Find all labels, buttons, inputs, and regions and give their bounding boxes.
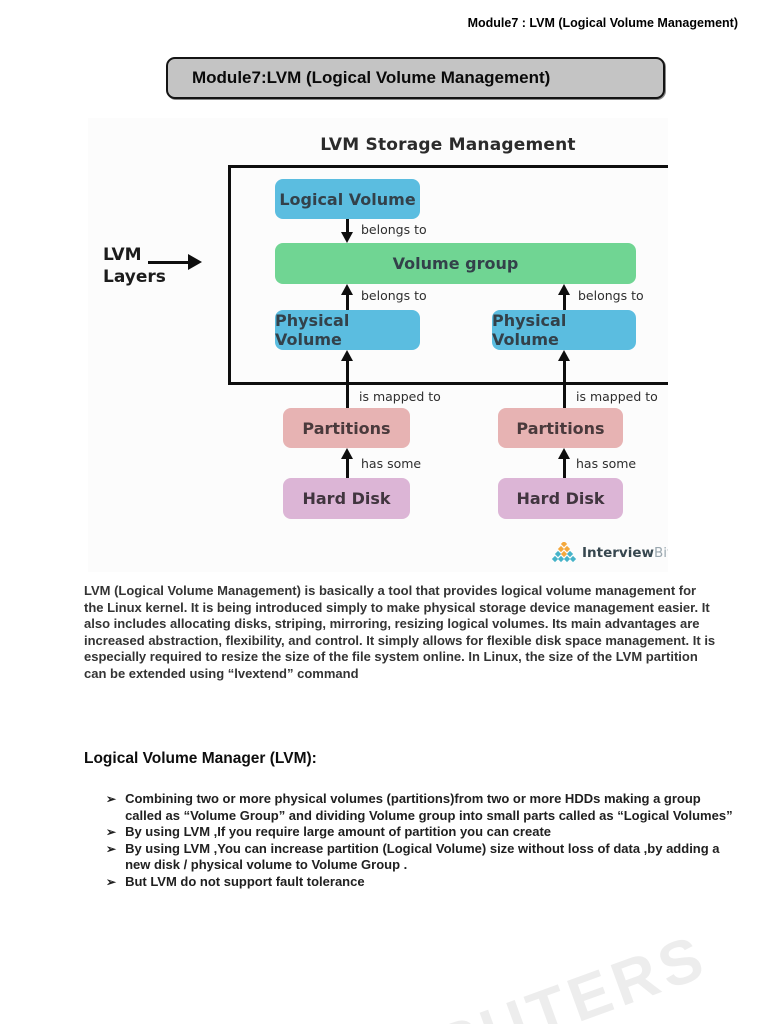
arrow-ptl-to-pvl bbox=[346, 360, 349, 408]
lvm-diagram: LVM Storage Management LVM Layers Logica… bbox=[88, 118, 668, 572]
list-item: ➢ Combining two or more physical volumes… bbox=[106, 791, 733, 823]
arrow-ptl-to-pvl-head-icon bbox=[341, 350, 353, 361]
bullet-arrow-icon: ➢ bbox=[106, 874, 117, 889]
lvm-bullet-list: ➢ Combining two or more physical volumes… bbox=[106, 791, 734, 890]
watermark-text: COMPUTERS bbox=[278, 921, 717, 1024]
arrow-pvl-to-vg-head-icon bbox=[341, 284, 353, 295]
section-heading: Logical Volume Manager (LVM): bbox=[84, 750, 317, 767]
edge-label-belongs-to: belongs to bbox=[361, 288, 427, 303]
edge-label-belongs-to: belongs to bbox=[578, 288, 644, 303]
bullet-arrow-icon: ➢ bbox=[106, 841, 117, 856]
edge-label-belongs-to: belongs to bbox=[361, 222, 427, 237]
arrow-lv-to-vg-head-icon bbox=[341, 232, 353, 243]
lvm-layers-frame bbox=[228, 165, 668, 385]
arrow-lv-to-vg bbox=[346, 219, 349, 233]
list-item: ➢ But LVM do not support fault tolerance bbox=[106, 873, 365, 889]
edge-label-has-some: has some bbox=[576, 456, 637, 471]
node-hard-disk-left: Hard Disk bbox=[283, 478, 410, 519]
edge-label-is-mapped-to: is mapped to bbox=[576, 389, 658, 404]
interviewbit-logo: InterviewBit bbox=[551, 542, 668, 564]
arrow-pvl-to-vg bbox=[346, 294, 349, 310]
arrow-ptr-to-pvr bbox=[563, 360, 566, 408]
node-volume-group: Volume group bbox=[275, 243, 636, 284]
edge-label-has-some: has some bbox=[361, 456, 422, 471]
list-item: ➢ By using LVM ,If you require large amo… bbox=[106, 824, 551, 839]
bullet-arrow-icon: ➢ bbox=[106, 825, 117, 839]
arrow-hdl-to-ptl-head-icon bbox=[341, 448, 353, 459]
node-hard-disk-right: Hard Disk bbox=[498, 478, 623, 519]
page-header: Module7 : LVM (Logical Volume Management… bbox=[467, 16, 738, 30]
node-partitions-right: Partitions bbox=[498, 408, 623, 448]
lvm-layers-arrow bbox=[148, 261, 190, 264]
node-physical-volume-right: Physical Volume bbox=[492, 310, 636, 350]
lvm-layers-label: LVM Layers bbox=[103, 245, 166, 287]
interviewbit-pyramid-icon bbox=[551, 542, 577, 563]
node-physical-volume-left: Physical Volume bbox=[275, 310, 420, 350]
arrow-pvr-to-vg-head-icon bbox=[558, 284, 570, 295]
arrow-hdr-to-ptr-head-icon bbox=[558, 448, 570, 459]
diagram-title: LVM Storage Management bbox=[320, 135, 576, 155]
lvm-layers-arrow-head-icon bbox=[188, 254, 202, 270]
interviewbit-wordmark: InterviewBit bbox=[582, 545, 668, 561]
bullet-arrow-icon: ➢ bbox=[106, 792, 117, 806]
list-item: ➢ By using LVM ,You can increase partiti… bbox=[106, 840, 720, 873]
module-title-box: Module7:LVM (Logical Volume Management) bbox=[166, 57, 665, 99]
lvm-description-paragraph: LVM (Logical Volume Management) is basic… bbox=[84, 583, 716, 681]
arrow-ptr-to-pvr-head-icon bbox=[558, 350, 570, 361]
node-logical-volume: Logical Volume bbox=[275, 179, 420, 219]
arrow-pvr-to-vg bbox=[563, 294, 566, 310]
arrow-hdl-to-ptl bbox=[346, 458, 349, 478]
arrow-hdr-to-ptr bbox=[563, 458, 566, 478]
edge-label-is-mapped-to: is mapped to bbox=[359, 389, 441, 404]
node-partitions-left: Partitions bbox=[283, 408, 410, 448]
